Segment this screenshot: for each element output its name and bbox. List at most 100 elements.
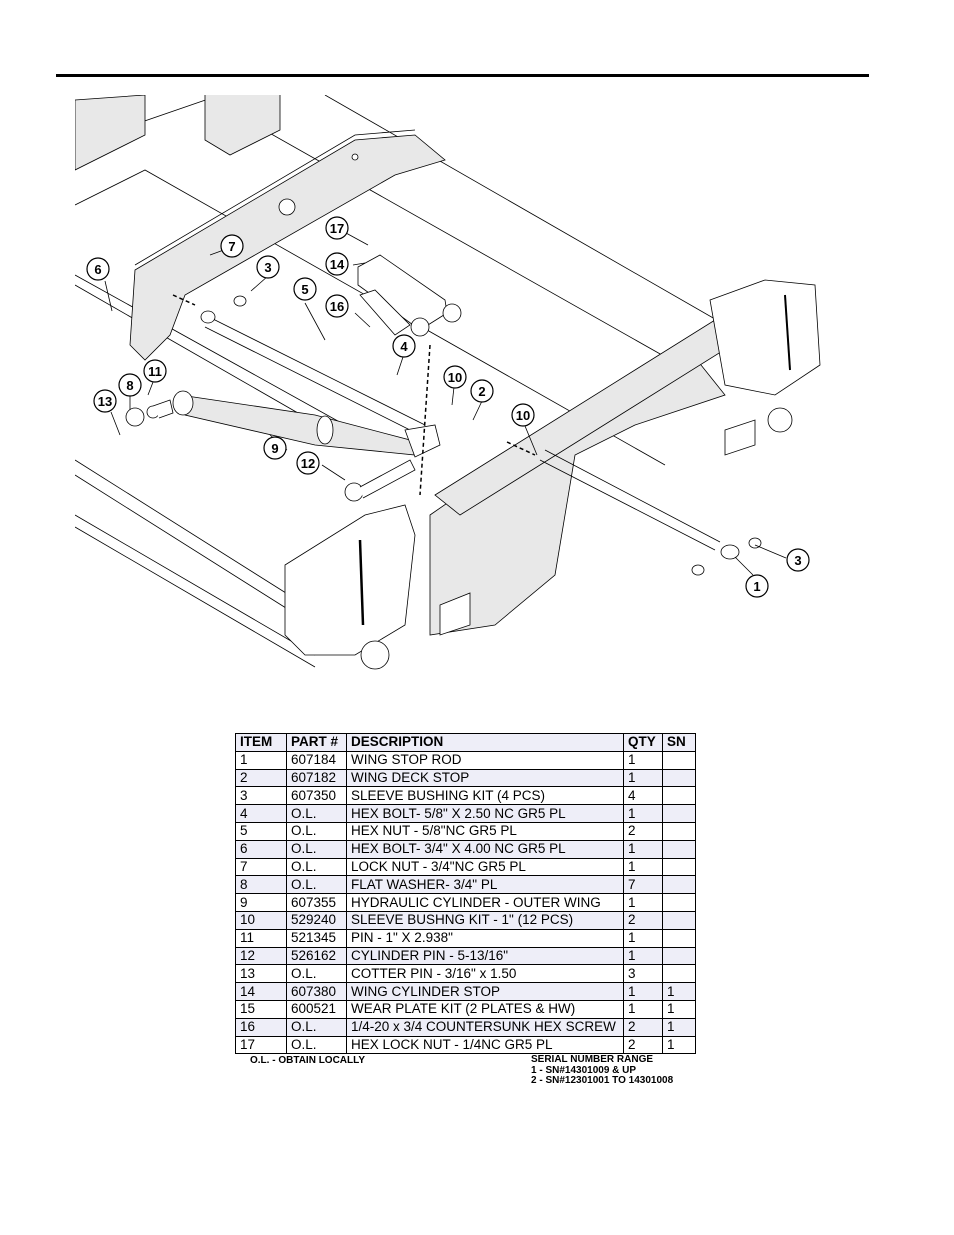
- callout-11-circle: [143, 359, 167, 383]
- cell-part-number: 607184: [286, 750, 347, 770]
- cell-item: 13: [235, 964, 287, 984]
- cell-sn: [662, 910, 696, 930]
- callout-8-circle: [118, 373, 142, 397]
- cell-part-number: O.L.: [286, 1017, 347, 1037]
- obtain-locally-note: O.L. - OBTAIN LOCALLY: [250, 1055, 365, 1066]
- callout-label: 16: [330, 299, 344, 314]
- callout-14-circle: [325, 252, 349, 276]
- deck-stop-tube: [434, 319, 741, 516]
- callout-17-circle: [325, 216, 349, 240]
- serial-number-range: SERIAL NUMBER RANGE 1 - SN#14301009 & UP…: [531, 1054, 673, 1087]
- callout-4-circle: [392, 334, 416, 358]
- cell-qty: 1: [623, 857, 663, 877]
- cell-qty: 1: [623, 982, 663, 1001]
- cell-part-number: 607182: [286, 768, 347, 788]
- beam-bushing: [278, 198, 296, 216]
- cell-description: SLEEVE BUSHNG KIT - 1" (12 PCS): [346, 910, 624, 930]
- cell-qty: 1: [623, 999, 663, 1019]
- cell-description: CYLINDER PIN - 5-13/16": [346, 946, 624, 966]
- cell-description: HEX BOLT- 3/4" X 4.00 NC GR5 PL: [346, 839, 624, 859]
- cell-qty: 1: [623, 750, 663, 770]
- cell-item: 14: [235, 982, 287, 1001]
- cell-sn: 1: [662, 982, 696, 1001]
- cell-qty: 2: [623, 1035, 663, 1055]
- cell-qty: 1: [623, 946, 663, 966]
- table-header-row: ITEM PART # DESCRIPTION QTY SN: [235, 733, 696, 752]
- callout-label: 4: [400, 339, 408, 354]
- callout-label: 13: [98, 394, 112, 409]
- callout-label: 10: [516, 408, 530, 423]
- cell-item: 2: [235, 768, 287, 788]
- cell-part-number: O.L.: [286, 821, 347, 841]
- cell-part-number: 529240: [286, 910, 347, 930]
- cell-description: WING CYLINDER STOP: [346, 982, 624, 1001]
- cell-sn: [662, 768, 696, 788]
- cell-qty: 4: [623, 786, 663, 806]
- callout-5-circle: [293, 277, 317, 301]
- cell-qty: 1: [623, 768, 663, 788]
- callout-label: 17: [330, 221, 344, 236]
- callout-label: 5: [301, 282, 308, 297]
- cell-part-number: 607380: [286, 982, 347, 1001]
- left-hinge: [284, 504, 416, 656]
- cell-item: 5: [235, 821, 287, 841]
- hydraulic-cylinder: [179, 394, 416, 456]
- drawing-svg: 6 7 3 5 17 14 16 4 11 8 13 10 2 10 9 12 …: [75, 95, 821, 670]
- cell-description: WEAR PLATE KIT (2 PLATES & HW): [346, 999, 624, 1019]
- cell-sn: [662, 839, 696, 859]
- header-sn: SN: [662, 733, 696, 752]
- beam: [129, 134, 446, 361]
- callout-label: 11: [148, 364, 162, 379]
- callout-13-circle: [93, 389, 117, 413]
- cell-description: 1/4-20 x 3/4 COUNTERSUNK HEX SCREW: [346, 1017, 624, 1037]
- wear-plate: [439, 592, 471, 636]
- cell-part-number: 607355: [286, 893, 347, 912]
- cell-item: 4: [235, 804, 287, 823]
- cell-item: 12: [235, 946, 287, 966]
- cell-sn: 1: [662, 1017, 696, 1037]
- callout-3-circle: [256, 255, 280, 279]
- cell-item: 10: [235, 910, 287, 930]
- cell-sn: [662, 893, 696, 912]
- cell-sn: [662, 857, 696, 877]
- callout-label: 9: [271, 441, 278, 456]
- cell-item: 6: [235, 839, 287, 859]
- callout-label: 7: [228, 239, 235, 254]
- cell-item: 17: [235, 1035, 287, 1055]
- cell-part-number: O.L.: [286, 804, 347, 823]
- cell-description: HEX NUT - 5/8"NC GR5 PL: [346, 821, 624, 841]
- callout-16-circle: [325, 294, 349, 318]
- header-part-number: PART #: [286, 733, 347, 752]
- cell-sn: 1: [662, 1035, 696, 1055]
- callout-6-circle: [86, 257, 110, 281]
- cell-description: LOCK NUT - 3/4"NC GR5 PL: [346, 857, 624, 877]
- callout-3b-circle: [786, 548, 810, 572]
- cell-description: HYDRAULIC CYLINDER - OUTER WING: [346, 893, 624, 912]
- callout-label: 3: [794, 553, 801, 568]
- cell-item: 15: [235, 999, 287, 1019]
- callout-label: 14: [330, 257, 345, 272]
- cell-item: 11: [235, 928, 287, 948]
- frame-block: [204, 95, 281, 156]
- cell-part-number: O.L.: [286, 875, 347, 895]
- callout-10b-circle: [511, 403, 535, 427]
- callout-label: 10: [448, 370, 462, 385]
- cell-sn: [662, 821, 696, 841]
- frame-upper: [75, 95, 146, 171]
- cell-sn: [662, 804, 696, 823]
